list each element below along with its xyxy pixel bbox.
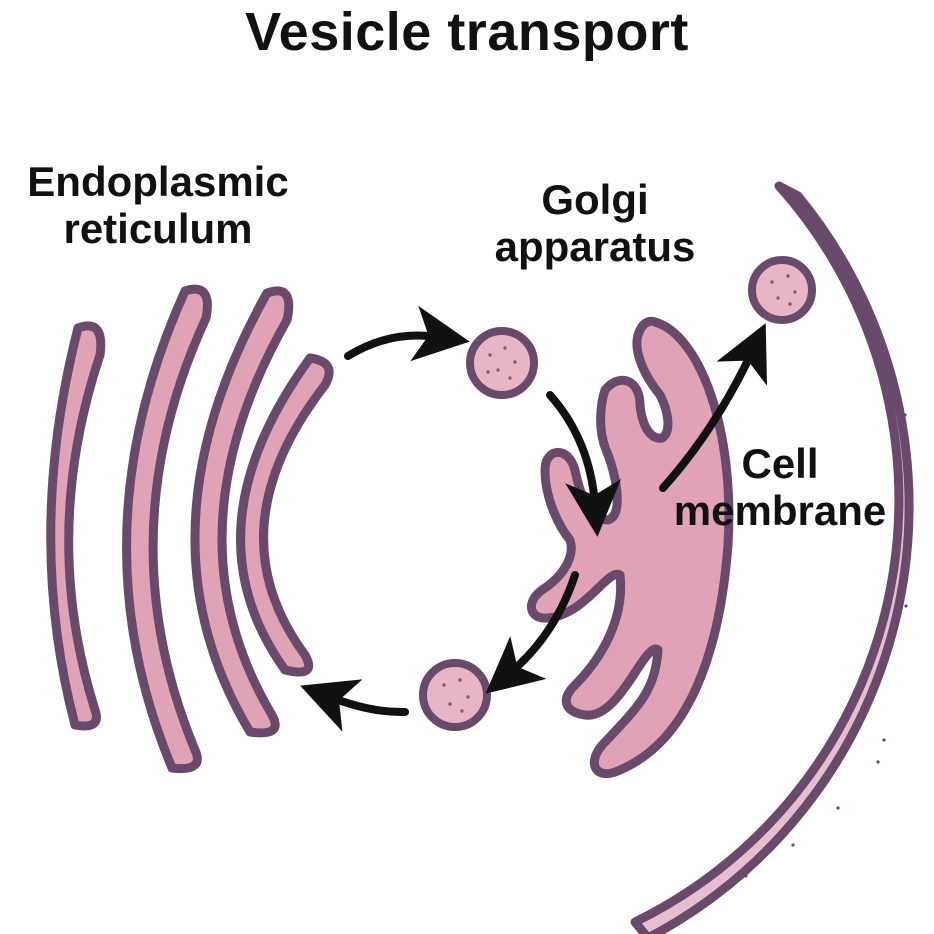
er-label: Endoplasmic reticulum bbox=[8, 158, 308, 252]
endoplasmic-reticulum bbox=[46, 284, 334, 774]
er-label-line: reticulum bbox=[63, 205, 253, 253]
vesicle bbox=[748, 256, 816, 324]
transport-arrow-icon bbox=[300, 679, 409, 732]
cell-membrane bbox=[630, 181, 914, 934]
er-cisterna bbox=[122, 284, 212, 774]
cell-membrane-label-line: membrane bbox=[673, 487, 887, 535]
transport-arrow-icon bbox=[344, 305, 470, 362]
transport-arrow-icon bbox=[546, 391, 622, 537]
golgi-cisternae bbox=[527, 316, 734, 779]
cell-membrane-label-line: Cell bbox=[741, 440, 819, 487]
er-cisterna bbox=[46, 321, 106, 731]
er-label-line: Endoplasmic bbox=[27, 158, 289, 205]
er-cisterna bbox=[190, 286, 294, 738]
cell-membrane-label: Cell membrane bbox=[650, 440, 910, 534]
golgi-label: Golgi apparatus bbox=[470, 176, 720, 270]
golgi-label-line: apparatus bbox=[494, 223, 696, 271]
er-cisterna bbox=[236, 353, 334, 677]
transport-arrow-icon bbox=[485, 571, 579, 694]
golgi-label-line: Golgi bbox=[541, 176, 649, 223]
golgi-apparatus bbox=[527, 316, 734, 779]
transport-arrow-icon bbox=[659, 323, 768, 492]
vesicle bbox=[466, 327, 538, 399]
page-title: Vesicle transport bbox=[245, 2, 689, 62]
vesicle bbox=[419, 659, 491, 731]
